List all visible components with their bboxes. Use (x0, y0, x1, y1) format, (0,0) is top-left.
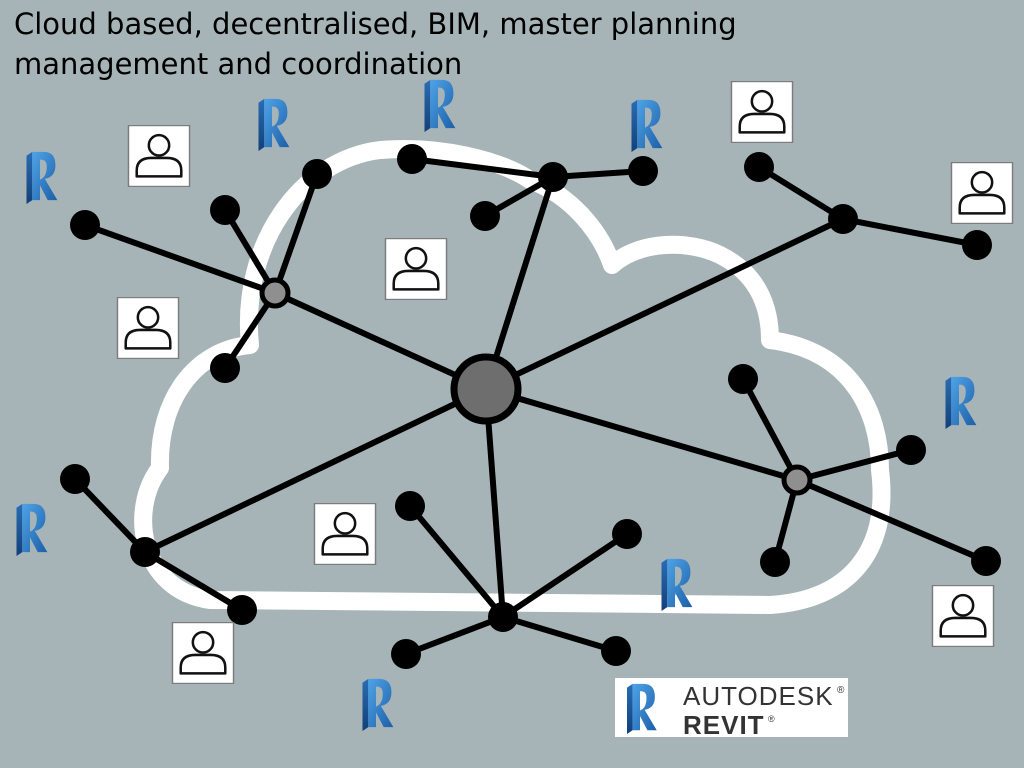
leaf-node (828, 204, 858, 234)
sub-hub-node (259, 277, 291, 309)
edge (483, 174, 556, 392)
edge (483, 386, 800, 483)
network-edges (72, 156, 989, 657)
edge (840, 216, 980, 248)
leaf-node (728, 364, 758, 394)
leaf-node (488, 602, 518, 632)
user-icon (313, 503, 377, 565)
revit-logo-icon (258, 98, 290, 151)
leaf-nodes (60, 144, 1001, 669)
sub-hub-node (781, 464, 813, 496)
edge (550, 168, 646, 180)
leaf-node (210, 195, 240, 225)
autodesk-revit-logo: AUTODESK ® REVIT ® (615, 678, 848, 740)
edge (272, 290, 489, 392)
edge (142, 386, 489, 555)
leaf-node (896, 435, 926, 465)
leaf-node (744, 152, 774, 182)
leaf-node (302, 159, 332, 189)
leaf-node (601, 636, 631, 666)
user-icon (384, 238, 448, 300)
leaf-node (391, 639, 421, 669)
leaf-node (60, 464, 90, 494)
diagram-title: Cloud based, decentralised, BIM, master … (14, 4, 737, 84)
revit-logo-icon (945, 376, 977, 429)
edge (500, 614, 619, 654)
revit-logo-icon (16, 503, 48, 556)
revit-logo-icon (26, 151, 58, 204)
leaf-node (395, 491, 425, 521)
edge (500, 531, 630, 620)
leaf-node (612, 519, 642, 549)
leaf-node (760, 547, 790, 577)
logo-registered-mark: ® (837, 685, 845, 696)
revit-logo-icon (362, 678, 394, 731)
user-icon (730, 81, 794, 143)
user-icon (116, 297, 180, 359)
edge (272, 171, 320, 296)
edge (483, 216, 846, 392)
edge (409, 156, 556, 180)
leaf-node (962, 230, 992, 260)
user-icon (127, 125, 191, 187)
title-line-2: management and coordination (14, 47, 463, 81)
edge (82, 222, 278, 296)
leaf-node (227, 595, 257, 625)
revit-logo-icon (424, 79, 456, 132)
edge (142, 549, 245, 613)
edge (403, 614, 506, 657)
leaf-node (70, 210, 100, 240)
edge (407, 503, 506, 620)
logo-brand-text: AUTODESK (683, 681, 834, 711)
edge (72, 476, 148, 555)
edge (483, 386, 506, 620)
user-icon (931, 585, 995, 647)
leaf-node (470, 201, 500, 231)
edge (794, 447, 914, 483)
title-line-1: Cloud based, decentralised, BIM, master … (14, 7, 737, 41)
logo-product-registered-mark: ® (768, 714, 775, 724)
central-hub-node (450, 353, 522, 425)
user-icon (171, 622, 235, 684)
user-icon (950, 162, 1014, 224)
leaf-node (210, 353, 240, 383)
logo-product-text: REVIT (683, 710, 765, 740)
leaf-node (397, 144, 427, 174)
edge (222, 207, 278, 296)
edge (756, 164, 846, 222)
edge (794, 477, 989, 564)
edge (740, 376, 800, 483)
leaf-node (538, 162, 568, 192)
cloud-outline (134, 140, 891, 614)
leaf-node (628, 156, 658, 186)
leaf-node (130, 537, 160, 567)
revit-logo-icon (631, 99, 663, 152)
leaf-node (971, 546, 1001, 576)
